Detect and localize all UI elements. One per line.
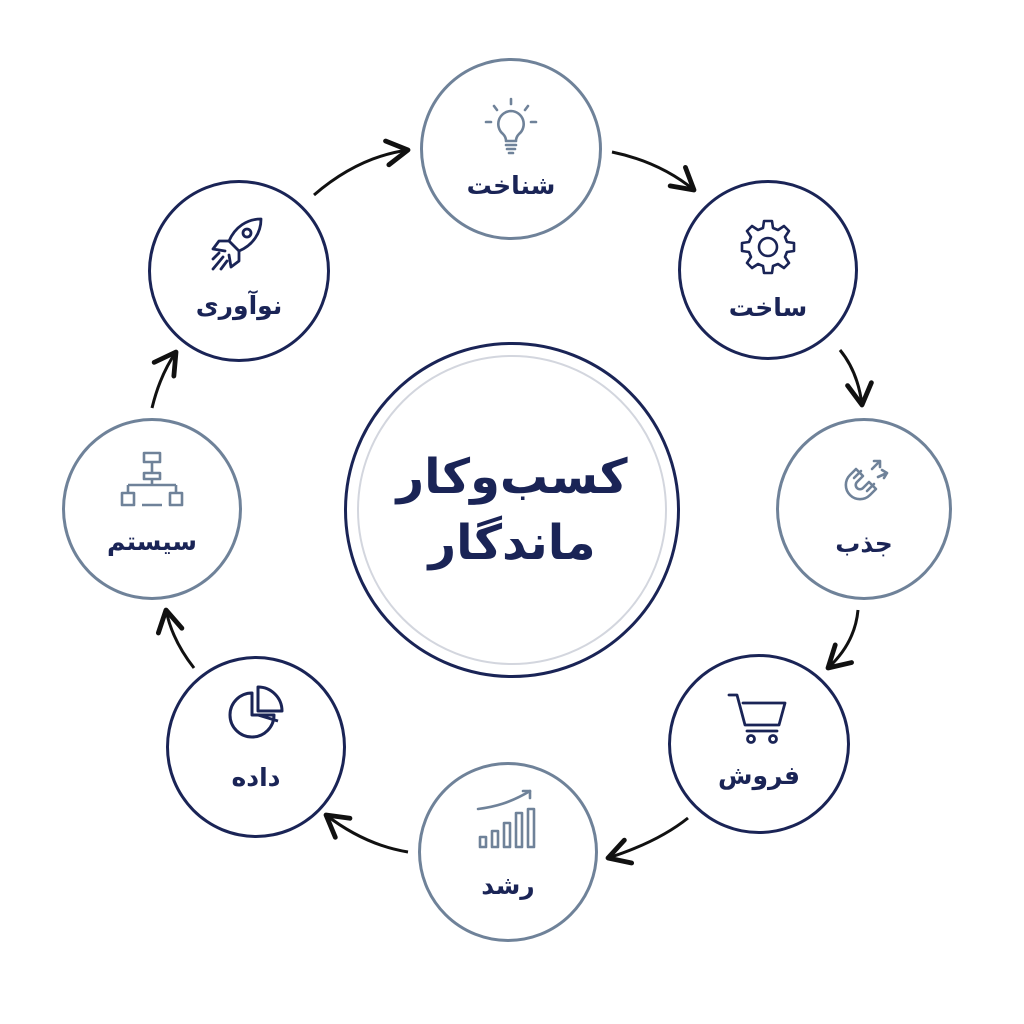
step-roshd[interactable]: رشد bbox=[418, 762, 598, 942]
step-jazb[interactable]: جذب bbox=[776, 418, 952, 600]
arrow-shenakht-to-sakht bbox=[611, 150, 697, 193]
arrow-system-to-noavari bbox=[150, 349, 179, 409]
step-dade[interactable]: داده bbox=[166, 656, 346, 838]
arrow-jazb-to-forush bbox=[825, 609, 860, 671]
step-label: ساخت bbox=[728, 293, 808, 322]
gear-icon bbox=[734, 213, 802, 281]
step-label: فروش bbox=[718, 761, 800, 790]
shopping-cart-icon bbox=[725, 683, 793, 751]
step-label: جذب bbox=[835, 529, 893, 558]
arrow-noavari-to-shenakht bbox=[313, 138, 411, 197]
center-title-line2: ماندگار bbox=[428, 515, 596, 571]
arrow-forush-to-roshd bbox=[605, 816, 689, 866]
step-label: سیستم bbox=[106, 527, 198, 556]
step-label: داده bbox=[231, 763, 281, 792]
step-label: شناخت bbox=[466, 171, 556, 200]
step-forush[interactable]: فروش bbox=[668, 654, 850, 834]
lightbulb-icon bbox=[477, 93, 545, 161]
arrow-roshd-to-dade bbox=[323, 812, 409, 854]
pie-chart-icon bbox=[222, 681, 290, 749]
step-shenakht[interactable]: شناخت bbox=[420, 58, 602, 240]
center-circle: کسب‌وکار ماندگار bbox=[344, 342, 680, 678]
arrow-sakht-to-jazb bbox=[838, 349, 874, 408]
step-label: رشد bbox=[481, 871, 535, 900]
step-noavari[interactable]: نوآوری bbox=[148, 180, 330, 362]
step-system[interactable]: سیستم bbox=[62, 418, 242, 600]
step-sakht[interactable]: ساخت bbox=[678, 180, 858, 360]
step-label: نوآوری bbox=[195, 291, 283, 320]
hierarchy-icon bbox=[118, 447, 186, 515]
center-inner-ring: کسب‌وکار ماندگار bbox=[357, 355, 667, 665]
magnet-icon bbox=[830, 447, 898, 515]
rocket-icon bbox=[205, 211, 273, 279]
arrow-dade-to-system bbox=[155, 607, 196, 669]
growth-chart-icon bbox=[474, 787, 542, 855]
center-title-line1: کسب‌وکار bbox=[396, 449, 628, 505]
